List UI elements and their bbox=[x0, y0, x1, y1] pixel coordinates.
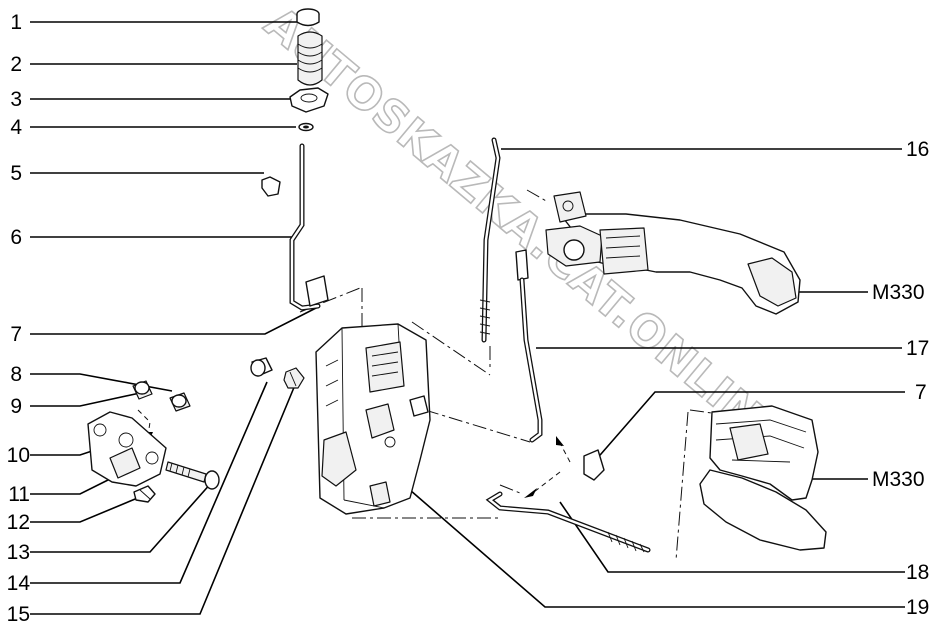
outer-handle-rod-16 bbox=[479, 137, 501, 343]
callout-4: 4 bbox=[10, 116, 22, 139]
callout-11: 11 bbox=[8, 483, 30, 506]
callout-7-left: 7 bbox=[10, 323, 22, 346]
callout-m330-bottom: M330 bbox=[872, 468, 925, 491]
callout-15: 15 bbox=[7, 603, 30, 626]
nut-15 bbox=[283, 367, 305, 389]
callout-17: 17 bbox=[906, 337, 929, 360]
callout-18: 18 bbox=[906, 561, 929, 584]
callout-6: 6 bbox=[10, 226, 22, 249]
door-lock-body bbox=[315, 323, 431, 515]
bolt-13 bbox=[165, 461, 220, 490]
callout-9: 9 bbox=[10, 395, 22, 418]
callout-16: 16 bbox=[906, 138, 929, 161]
callout-m330-top: M330 bbox=[872, 281, 925, 304]
inner-door-handle bbox=[699, 405, 827, 551]
callout-labels: 1 2 3 4 5 6 7 8 9 10 11 12 13 14 15 16 M… bbox=[7, 11, 930, 626]
outer-door-handle bbox=[545, 191, 801, 315]
callout-13: 13 bbox=[7, 541, 30, 564]
control-rod-17 bbox=[515, 249, 543, 443]
callout-5: 5 bbox=[10, 162, 22, 185]
callout-1: 1 bbox=[10, 11, 22, 34]
callout-10: 10 bbox=[7, 444, 30, 467]
control-rod-6 bbox=[289, 143, 329, 311]
callout-8: 8 bbox=[10, 363, 22, 386]
rod-clip bbox=[261, 176, 281, 197]
lock-cylinder-stack bbox=[289, 8, 329, 132]
callout-7-right: 7 bbox=[915, 381, 927, 404]
callout-3: 3 bbox=[10, 88, 22, 111]
callout-2: 2 bbox=[10, 53, 22, 76]
striker-assembly bbox=[87, 380, 191, 503]
left-leader-lines bbox=[30, 21, 319, 615]
rod-clip-7 bbox=[583, 449, 605, 481]
control-rod-18 bbox=[485, 491, 651, 553]
callout-12: 12 bbox=[7, 511, 30, 534]
right-leader-lines bbox=[409, 148, 905, 608]
callout-19: 19 bbox=[906, 596, 929, 619]
callout-14: 14 bbox=[7, 572, 31, 595]
screw-14 bbox=[250, 357, 273, 377]
